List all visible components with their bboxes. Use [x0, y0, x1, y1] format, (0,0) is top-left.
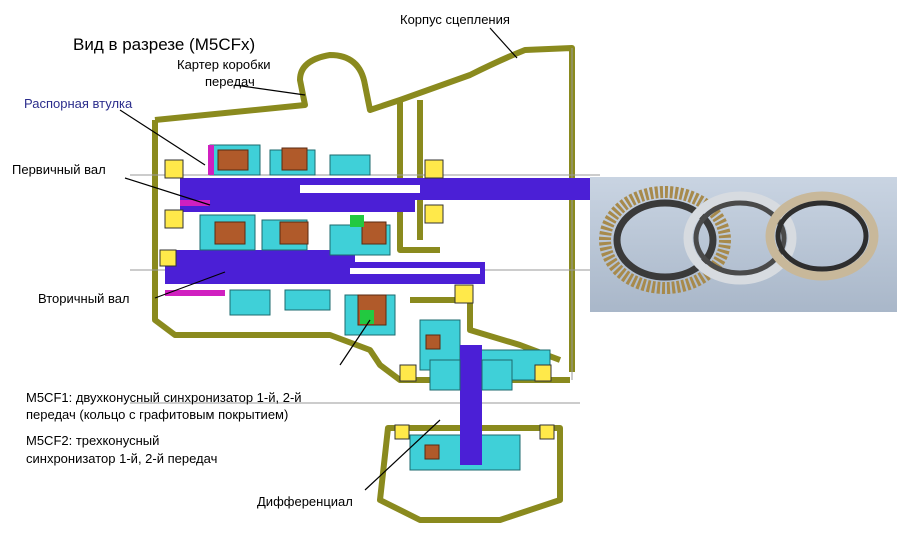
m5cf2-note-line1: M5CF2: трехконусный — [26, 433, 160, 448]
bearings — [159, 159, 555, 440]
m5cf1-note-line2: передач (кольцо с графитовым покрытием) — [26, 407, 289, 422]
green-parts — [350, 215, 374, 324]
leader-lines — [119, 27, 518, 491]
input-shaft — [180, 178, 600, 212]
input-shaft-label: Первичный вал — [12, 162, 106, 177]
spacer-label: Распорная втулка — [24, 96, 133, 111]
m5cf2-note-line2: синхронизатор 1-й, 2-й передач — [26, 451, 218, 466]
gearbox-case-label-line2: передач — [205, 74, 255, 89]
gearbox-case-label-line1: Картер коробки — [177, 57, 271, 72]
m5cf1-note-line1: M5CF1: двухконусный синхронизатор 1-й, 2… — [26, 390, 302, 405]
output-shaft — [165, 250, 485, 296]
output-shaft-label: Вторичный вал — [38, 291, 130, 306]
spacer-part — [180, 145, 214, 206]
differential-label: Дифференциал — [257, 494, 353, 509]
differential — [429, 345, 513, 465]
transmission-housing — [152, 45, 575, 523]
diagram-title: Вид в разрезе (M5CFx) — [73, 35, 256, 54]
clutch-housing-label: Корпус сцепления — [400, 12, 510, 27]
